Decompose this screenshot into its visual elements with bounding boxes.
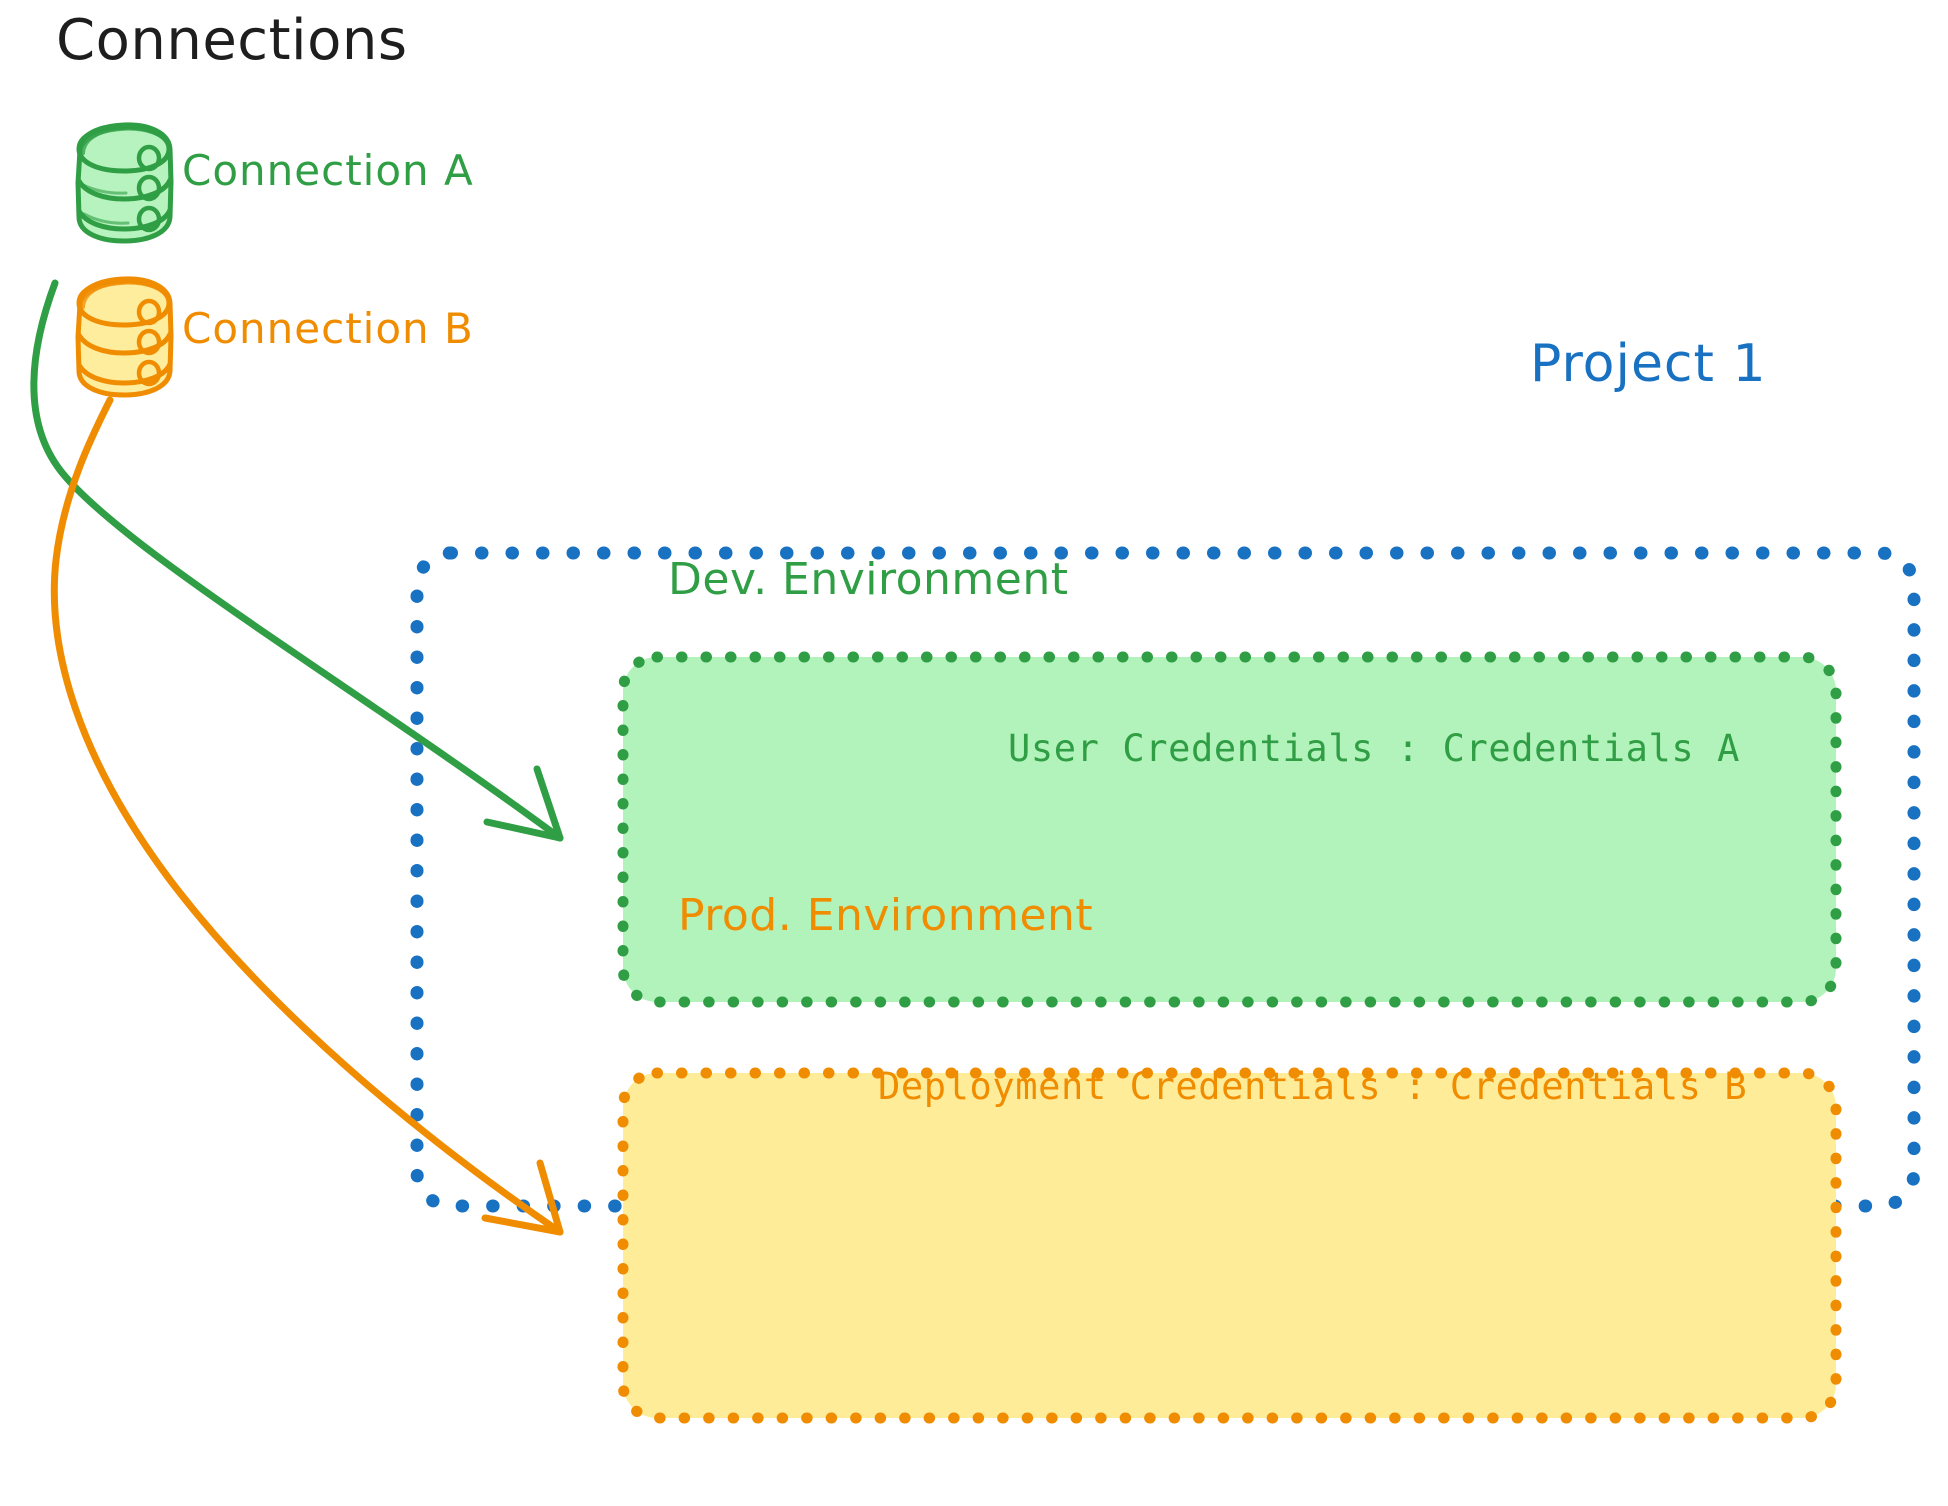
connection-a-label[interactable]: Connection A — [182, 146, 474, 195]
prod-environment-credentials: Deployment Credentials : Credentials B — [878, 1065, 1748, 1108]
page-title: Connections — [56, 8, 408, 73]
dev-environment-credentials: User Credentials : Credentials A — [1008, 727, 1741, 770]
prod-environment-title: Prod. Environment — [678, 890, 1094, 941]
connection-a-database-icon[interactable] — [75, 122, 174, 244]
dev-environment-box[interactable] — [617, 651, 1842, 1008]
prod-environment-box[interactable] — [617, 1067, 1842, 1424]
project-title: Project 1 — [1530, 334, 1767, 394]
dev-environment-title: Dev. Environment — [668, 554, 1069, 605]
arrow-connection-b-to-prod — [50, 396, 564, 1236]
arrow-connection-a-to-dev — [30, 279, 564, 842]
connection-b-label[interactable]: Connection B — [182, 304, 474, 353]
connection-b-database-icon[interactable] — [75, 276, 174, 398]
